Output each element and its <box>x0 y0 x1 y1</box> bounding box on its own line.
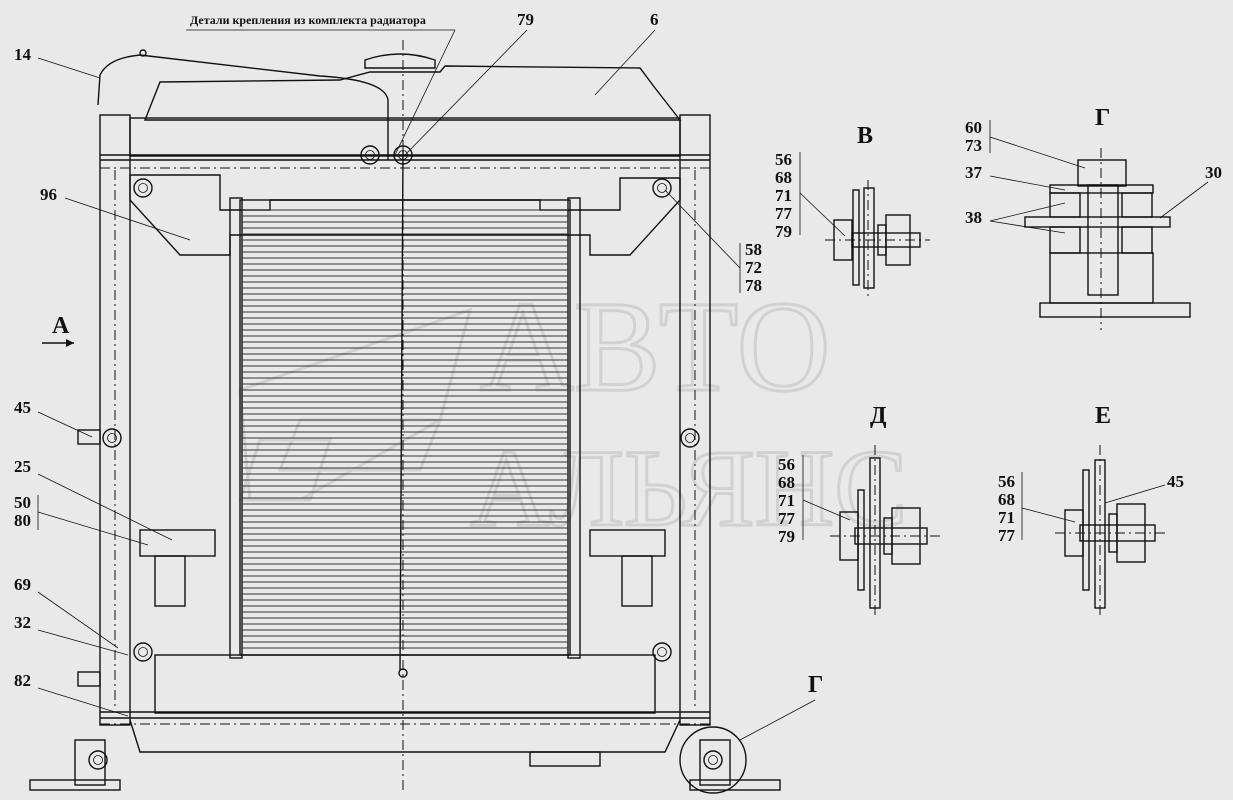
view-v-title: В <box>857 123 873 149</box>
callout-82: 82 <box>14 671 31 690</box>
view-d-item-1: 56 <box>778 455 795 474</box>
view-g-callout-73: 73 <box>965 136 982 155</box>
detail-view-d: Д 56 68 71 77 79 <box>778 403 940 615</box>
bolt-head <box>360 145 380 165</box>
upper-tank <box>143 65 682 121</box>
bolt-head <box>88 750 108 770</box>
upper-baffle <box>129 174 681 256</box>
filler-cap <box>364 53 436 69</box>
right-foot <box>689 779 781 791</box>
bolt-head <box>393 145 413 165</box>
detail-g-circle <box>679 726 747 794</box>
callout-25: 25 <box>14 457 31 476</box>
callout-78: 78 <box>745 276 762 295</box>
watermark: АВТО АЛЬЯНС <box>237 274 909 551</box>
radiator-main-view <box>29 40 781 794</box>
view-e-item-1: 56 <box>998 472 1015 491</box>
detail-view-e: Е 56 68 71 77 45 <box>998 403 1184 615</box>
view-e-callout-45: 45 <box>1167 472 1184 491</box>
callout-79: 79 <box>517 10 534 29</box>
view-d-item-5: 79 <box>778 527 795 546</box>
core-left-plate <box>229 197 243 659</box>
upper-tank-flange <box>129 117 681 157</box>
watermark-line2: АЛЬЯНС <box>470 427 908 549</box>
view-arrow-a-label: А <box>52 313 70 339</box>
view-d-item-3: 71 <box>778 491 795 510</box>
mounting-bolts <box>88 145 723 770</box>
bottom-tank <box>129 719 681 753</box>
core-right-plate <box>567 197 581 659</box>
callout-14: 14 <box>14 45 32 64</box>
view-e-item-4: 77 <box>998 526 1016 545</box>
view-g-callout-60: 60 <box>965 118 982 137</box>
view-d-fastener <box>830 445 940 615</box>
bolt-head <box>652 642 672 662</box>
view-v-item-1: 56 <box>775 150 792 169</box>
right-side-frame <box>679 114 711 726</box>
bolt-head <box>133 642 153 662</box>
left-outlet-pipe <box>139 529 216 607</box>
view-v-item-5: 79 <box>775 222 792 241</box>
view-g-mount <box>1024 148 1191 330</box>
callout-58: 58 <box>745 240 762 259</box>
bolt-head <box>652 178 672 198</box>
view-v-item-2: 68 <box>775 168 792 187</box>
lower-tank <box>154 654 656 714</box>
view-v-item-4: 77 <box>775 204 793 223</box>
callout-6: 6 <box>650 10 659 29</box>
view-d-title: Д <box>870 403 887 429</box>
bracket-82 <box>77 671 101 687</box>
bolt-head <box>102 428 122 448</box>
bolt-head <box>703 750 723 770</box>
callout-72: 72 <box>745 258 762 277</box>
callout-80: 80 <box>14 511 31 530</box>
callout-g-main: Г <box>808 672 823 698</box>
view-e-fastener <box>1055 445 1165 615</box>
view-g-callout-38: 38 <box>965 208 982 227</box>
bracket-45 <box>77 429 101 445</box>
callout-50: 50 <box>14 493 31 512</box>
watermark-logo <box>237 307 473 502</box>
overflow-pipe <box>97 54 389 160</box>
detail-view-v: В 56 68 71 77 79 <box>775 123 930 300</box>
core-fins <box>242 209 568 649</box>
view-e-item-3: 71 <box>998 508 1015 527</box>
view-d-item-2: 68 <box>778 473 795 492</box>
callout-69: 69 <box>14 575 31 594</box>
main-callouts: Детали крепления из комплекта радиатора … <box>14 10 823 741</box>
view-e-item-2: 68 <box>998 490 1015 509</box>
view-g-callout-37: 37 <box>965 163 983 182</box>
view-e-title: Е <box>1095 403 1111 429</box>
callout-45: 45 <box>14 398 31 417</box>
bolt-head <box>133 178 153 198</box>
view-d-item-4: 77 <box>778 509 796 528</box>
watermark-line1: АВТО <box>480 275 830 419</box>
view-v-item-3: 71 <box>775 186 792 205</box>
left-side-frame <box>99 114 131 726</box>
view-g-callout-30: 30 <box>1205 163 1222 182</box>
bolt-head <box>680 428 700 448</box>
callout-96: 96 <box>40 185 57 204</box>
callout-32: 32 <box>14 613 31 632</box>
view-g-title: Г <box>1095 105 1110 131</box>
detail-view-g: Г 60 73 37 38 30 <box>965 105 1222 330</box>
right-outlet-pipe <box>589 529 666 607</box>
view-v-fastener <box>825 180 930 300</box>
note-mounting-parts: Детали крепления из комплекта радиатора <box>190 13 426 27</box>
